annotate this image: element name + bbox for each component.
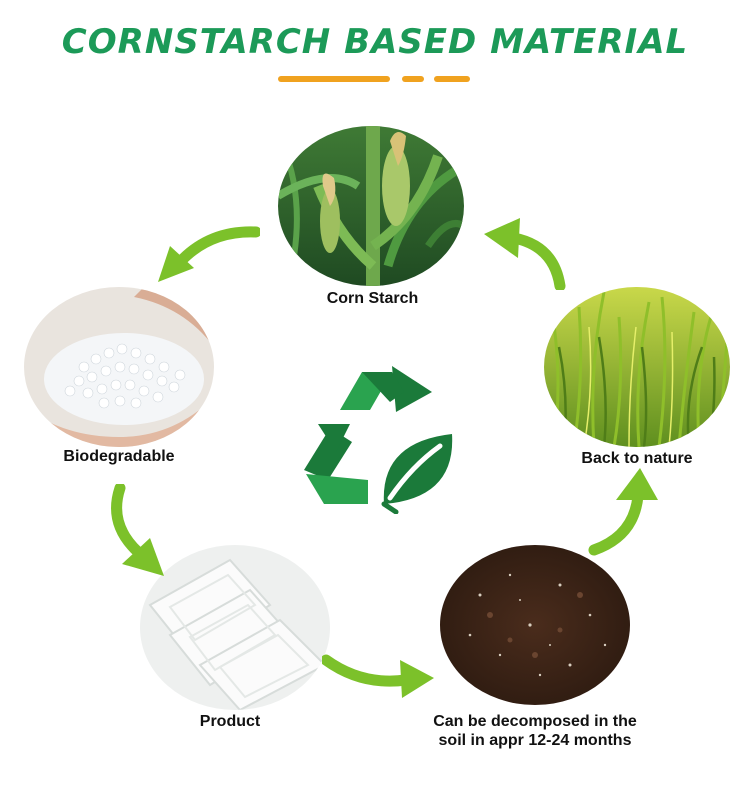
corn-starch-label: Corn Starch — [326, 290, 419, 307]
title-underline-short — [402, 76, 424, 82]
page-title: CORNSTARCH BASED MATERIAL — [61, 22, 689, 62]
title-underline-long — [278, 76, 390, 82]
soil-label-line2: soil in appr 12-24 months — [438, 732, 632, 749]
title-underline-mid — [434, 76, 470, 82]
soil-label: Can be decomposed in the soil in appr 12… — [405, 712, 665, 750]
granules-image — [24, 287, 214, 447]
arrow-grass-to-corn-icon — [484, 218, 566, 290]
product-tray-image — [140, 545, 330, 710]
recycle-leaf-icon — [304, 366, 453, 514]
biodegradable-label: Biodegradable — [63, 448, 175, 465]
soil-image — [440, 545, 630, 705]
soil-label-line1: Can be decomposed in the — [433, 713, 637, 730]
grass-image — [544, 287, 730, 447]
arrow-granules-to-product-icon — [111, 484, 164, 576]
arrow-corn-to-granules-icon — [158, 226, 260, 282]
product-label: Product — [199, 713, 261, 730]
back-to-nature-label: Back to nature — [581, 450, 693, 467]
arrow-soil-to-grass-icon — [588, 468, 658, 556]
corn-plant-image — [278, 126, 464, 286]
arrow-product-to-soil-icon — [322, 654, 434, 698]
